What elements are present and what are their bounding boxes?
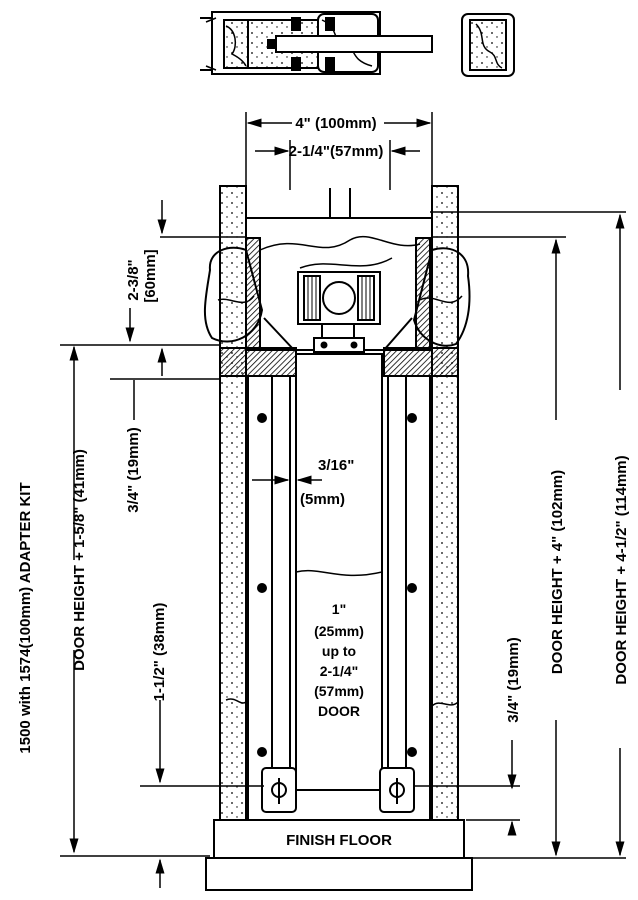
left-one-half-label: 1-1/2" (38mm) [151, 603, 168, 702]
gap-in-label: 3/16" [318, 457, 354, 474]
section-dimension-lines [60, 200, 626, 888]
section-view [203, 185, 473, 891]
door-thickness-line: (57mm) [314, 683, 364, 699]
header-height-mm-label: [60mm] [142, 249, 159, 302]
top-width-inner-label: 2-1/4"(57mm) [289, 143, 384, 160]
door-thickness-line: (25mm) [314, 623, 364, 639]
door-height-plus-4-label: DOOR HEIGHT + 4" (102mm) [549, 470, 566, 674]
door-thickness-line: up to [322, 643, 356, 659]
gap-mm-label: (5mm) [300, 491, 345, 508]
left-three-quarter-label: 3/4" (19mm) [125, 427, 142, 512]
header-height-in-label: 2-3/8" [125, 259, 142, 300]
finish-floor-label: FINISH FLOOR [286, 832, 392, 849]
door-height-plus-1-5-8-label: DOOR HEIGHT + 1-5/8" (41mm) [71, 449, 88, 671]
door-thickness-note: 1" (25mm) up to 2-1/4" (57mm) DOOR [314, 601, 364, 719]
door-thickness-line: DOOR [318, 703, 360, 719]
plan-view [200, 11, 515, 77]
door-thickness-line: 2-1/4" [320, 663, 359, 679]
top-width-outer-label: 4" (100mm) [295, 115, 376, 132]
right-three-quarter-label: 3/4" (19mm) [505, 637, 522, 722]
adapter-kit-title: 1500 with 1574(100mm) ADAPTER KIT [17, 482, 34, 753]
door-height-plus-4-1-2-label: DOOR HEIGHT + 4-1/2" (114mm) [613, 455, 630, 684]
door-thickness-line: 1" [332, 601, 346, 617]
